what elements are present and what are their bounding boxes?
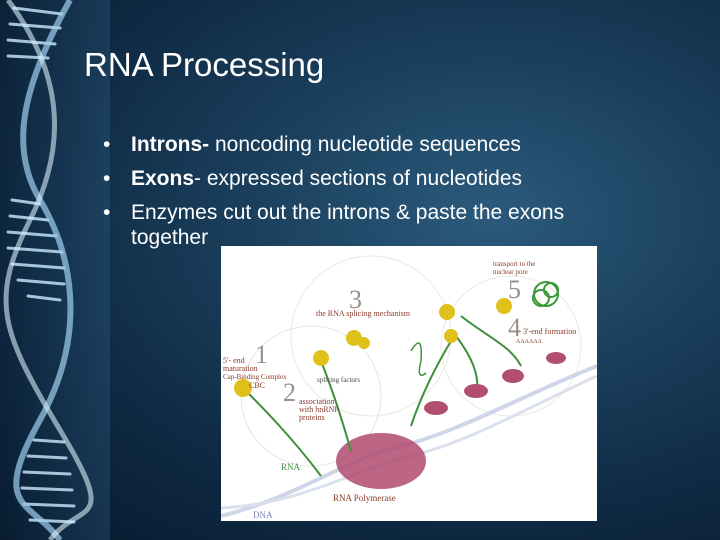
polya-label: AAAAAA [516,339,543,345]
step5-line2: nuclear pore [493,268,528,276]
step4-line1: 3'-end formation [523,327,576,336]
bullet-dot: • [103,133,111,156]
step5-line1: transport to the [493,260,535,268]
step3-number: 3 [349,285,362,314]
step2-line1: association [299,397,335,406]
term-introns: Introns- [131,133,210,156]
dna-label: DNA [253,510,273,520]
bullet-list: • Introns- noncoding nucleotide sequence… [103,128,643,250]
rna-processing-figure: 5'- end maturation Cap-Binding Complex C… [221,246,597,521]
dna-helix-decoration [0,0,110,540]
step1-line3: Cap-Binding Complex [223,373,287,381]
step1-line2: maturation [223,364,258,373]
figure-illustration: 5'- end maturation Cap-Binding Complex C… [221,255,597,520]
step2-line2: with hnRNP [299,405,339,414]
bullet-introns: • Introns- noncoding nucleotide sequence… [103,128,643,162]
step3-line1: the RNA splicing mechanism [316,309,411,318]
rna-polymerase-label: RNA Polymerase [333,493,396,503]
definition-exons: - expressed sections of nucleotides [194,167,523,190]
step2-line3: proteins [299,413,325,422]
definition-introns: noncoding nucleotide sequences [209,133,521,156]
slide-title: RNA Processing [84,46,325,83]
step1-number: 1 [255,340,268,369]
enzymes-text: Enzymes cut out the introns & paste the … [131,201,565,224]
bullet-dot: • [103,201,111,224]
bullet-dot: • [103,167,111,190]
enzymes-text-continuation: together [131,226,209,249]
splicing-factors-label: splicing factors [317,376,360,384]
step4-number: 4 [508,313,521,342]
step1-line1: 5'- end [223,356,245,365]
rna-label: RNA [281,462,301,472]
rna-polymerase-shape [336,433,426,489]
step1-line4: CBC [249,381,265,390]
step2-number: 2 [283,378,296,407]
step5-number: 5 [508,275,521,304]
bullet-exons: • Exons- expressed sections of nucleotid… [103,162,643,196]
bullet-enzymes: • Enzymes cut out the introns & paste th… [103,196,643,250]
term-exons: Exons [131,167,195,190]
